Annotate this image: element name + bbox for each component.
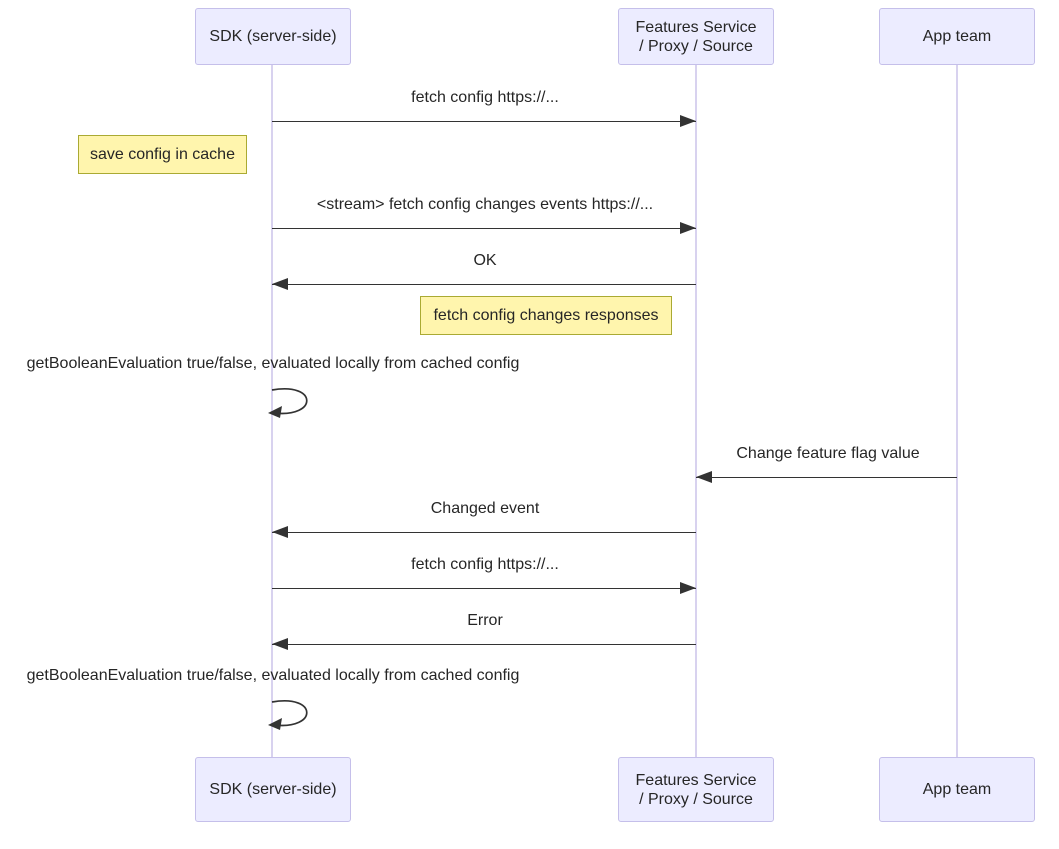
note-save-config-in-cache: save config in cache [78, 135, 247, 174]
arrow-ok [272, 278, 696, 290]
actor-top-features-service: Features Service / Proxy / Source [618, 8, 774, 65]
self-loop-arrow-icon [268, 700, 308, 730]
label-get-boolean-evaluation-1: getBooleanEvaluation true/false, evaluat… [26, 355, 520, 372]
arrowhead-left-icon [696, 471, 712, 483]
self-loop-arrow-icon [268, 388, 308, 418]
arrow-error [272, 638, 696, 650]
note-fetch-config-changes-responses: fetch config changes responses [420, 296, 672, 335]
arrow-fetch-config-2 [272, 582, 696, 594]
arrowhead-left-icon [272, 638, 288, 650]
lifeline-app-team [956, 65, 958, 758]
actor-bottom-sdk: SDK (server-side) [195, 757, 351, 822]
actor-label: Features Service / Proxy / Source [635, 771, 757, 808]
note-label: save config in cache [90, 145, 235, 163]
label-get-boolean-evaluation-2: getBooleanEvaluation true/false, evaluat… [26, 667, 520, 684]
arrowhead-left-icon [272, 278, 288, 290]
arrowhead-right-icon [680, 222, 696, 234]
actor-top-app-team: App team [879, 8, 1035, 65]
label-fetch-config-1: fetch config https://... [411, 89, 559, 106]
arrow-change-feature-flag-value [696, 471, 957, 483]
arrowhead-right-icon [680, 115, 696, 127]
actor-label: App team [922, 28, 992, 45]
arrow-stream-fetch-config-changes [272, 222, 696, 234]
label-fetch-config-2: fetch config https://... [411, 556, 559, 573]
actor-bottom-app-team: App team [879, 757, 1035, 822]
actor-bottom-features-service: Features Service / Proxy / Source [618, 757, 774, 822]
arrowhead-left-icon [272, 526, 288, 538]
actor-label: Features Service / Proxy / Source [635, 18, 757, 55]
note-label: fetch config changes responses [433, 306, 659, 324]
actor-top-sdk: SDK (server-side) [195, 8, 351, 65]
actor-label: App team [922, 781, 992, 798]
arrow-changed-event [272, 526, 696, 538]
label-change-feature-flag-value: Change feature flag value [736, 445, 920, 462]
label-ok: OK [473, 252, 497, 269]
label-stream-fetch-config-changes: <stream> fetch config changes events htt… [316, 196, 654, 213]
label-changed-event: Changed event [430, 500, 540, 517]
lifeline-features-service [695, 65, 697, 758]
arrow-fetch-config-1 [272, 115, 696, 127]
actor-label: SDK (server-side) [209, 781, 337, 798]
arrowhead-right-icon [680, 582, 696, 594]
label-error: Error [467, 612, 503, 629]
actor-label: SDK (server-side) [209, 28, 337, 45]
